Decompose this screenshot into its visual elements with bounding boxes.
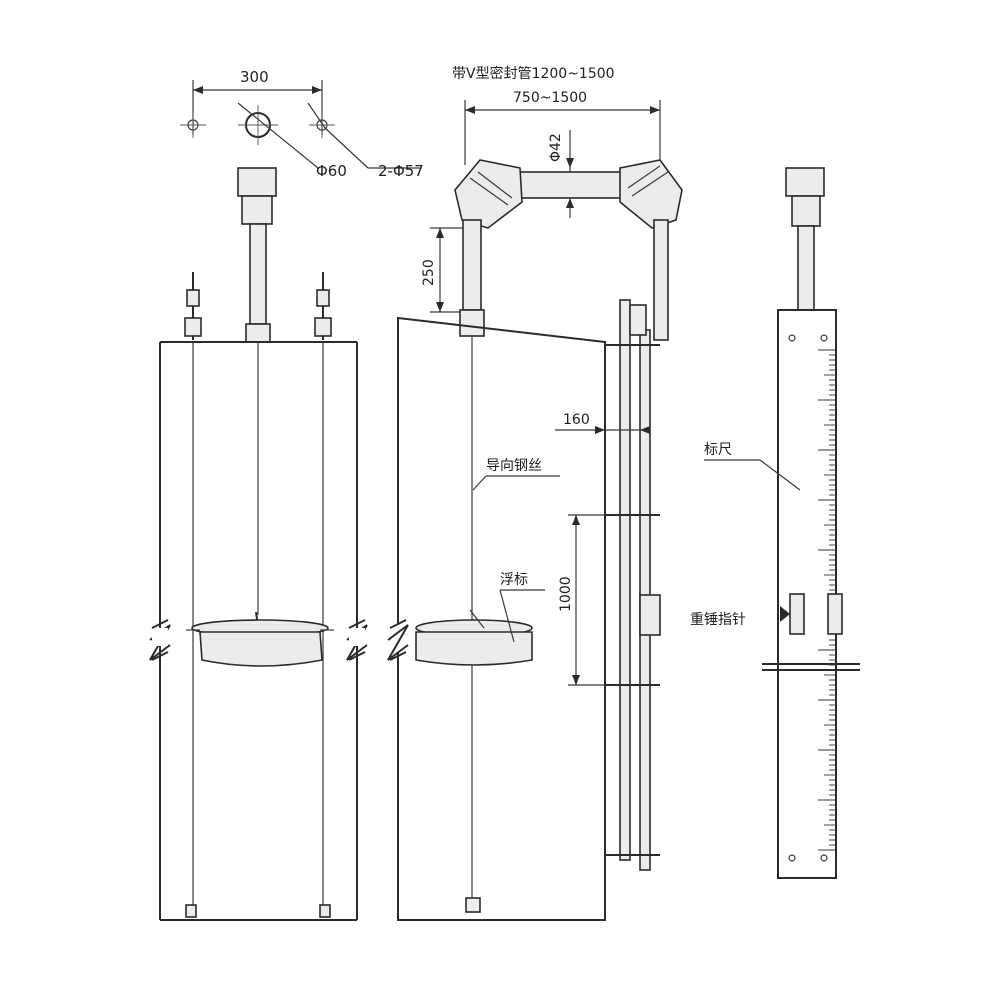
phi60-label: Φ60: [316, 162, 347, 180]
dimension-160: 160: [555, 412, 650, 434]
dimension-1000-label: 1000: [558, 576, 574, 612]
left-side-bolts: [184, 272, 332, 340]
middle-guide-head: [459, 309, 485, 337]
dimension-phi42: Φ42: [548, 130, 574, 218]
left-guide-head: [237, 167, 277, 343]
dimension-750-1500: 750~1500: [464, 90, 661, 165]
dimension-300-label: 300: [240, 68, 269, 86]
weight-pointer-label: 重锤指针: [690, 612, 746, 628]
right-scale-view: 标尺 重锤指针: [690, 167, 860, 879]
weight-pointer: [762, 593, 860, 671]
seal-tube-label: 带V型密封管1200~1500: [452, 65, 615, 82]
callout-weight-pointer: 重锤指针: [690, 612, 746, 628]
scale-head-mid: [791, 195, 821, 227]
phi42-label: Φ42: [548, 133, 564, 162]
scale-board: [777, 309, 837, 879]
middle-tank-body: [387, 316, 606, 921]
dimension-1000: 1000: [558, 514, 605, 686]
left-float: [186, 611, 334, 667]
guide-wire-label: 导向钢丝: [486, 458, 542, 474]
left-hole-symbols: Φ60 2-Φ57: [180, 102, 424, 180]
wire-anchor: [465, 897, 481, 913]
callout-float: 浮标: [499, 572, 545, 643]
scale-label: 标尺: [704, 442, 732, 458]
scale-ticks: [818, 349, 836, 851]
span-750-1500-label: 750~1500: [513, 90, 587, 106]
external-rail: [605, 299, 661, 871]
callout-guide-wire: 导向钢丝: [472, 458, 560, 491]
dimension-250-label: 250: [421, 259, 437, 286]
middle-side-view: 带V型密封管1200~1500 750~1500 Φ42: [387, 65, 683, 921]
callout-scale: 标尺: [704, 442, 801, 491]
two-phi57-label: 2-Φ57: [378, 162, 424, 180]
left-tank-view: 300 Φ60 2-Φ57: [149, 68, 424, 921]
dimension-250: 250: [421, 227, 463, 313]
scale-head-top: [785, 167, 825, 197]
dimension-160-label: 160: [563, 412, 590, 428]
float-label: 浮标: [500, 572, 528, 588]
middle-float: [415, 609, 533, 666]
left-tank-body: [149, 341, 368, 921]
v-seal-tube: [454, 159, 683, 341]
dimension-300: 300: [192, 68, 323, 135]
scale-stem: [797, 225, 815, 317]
